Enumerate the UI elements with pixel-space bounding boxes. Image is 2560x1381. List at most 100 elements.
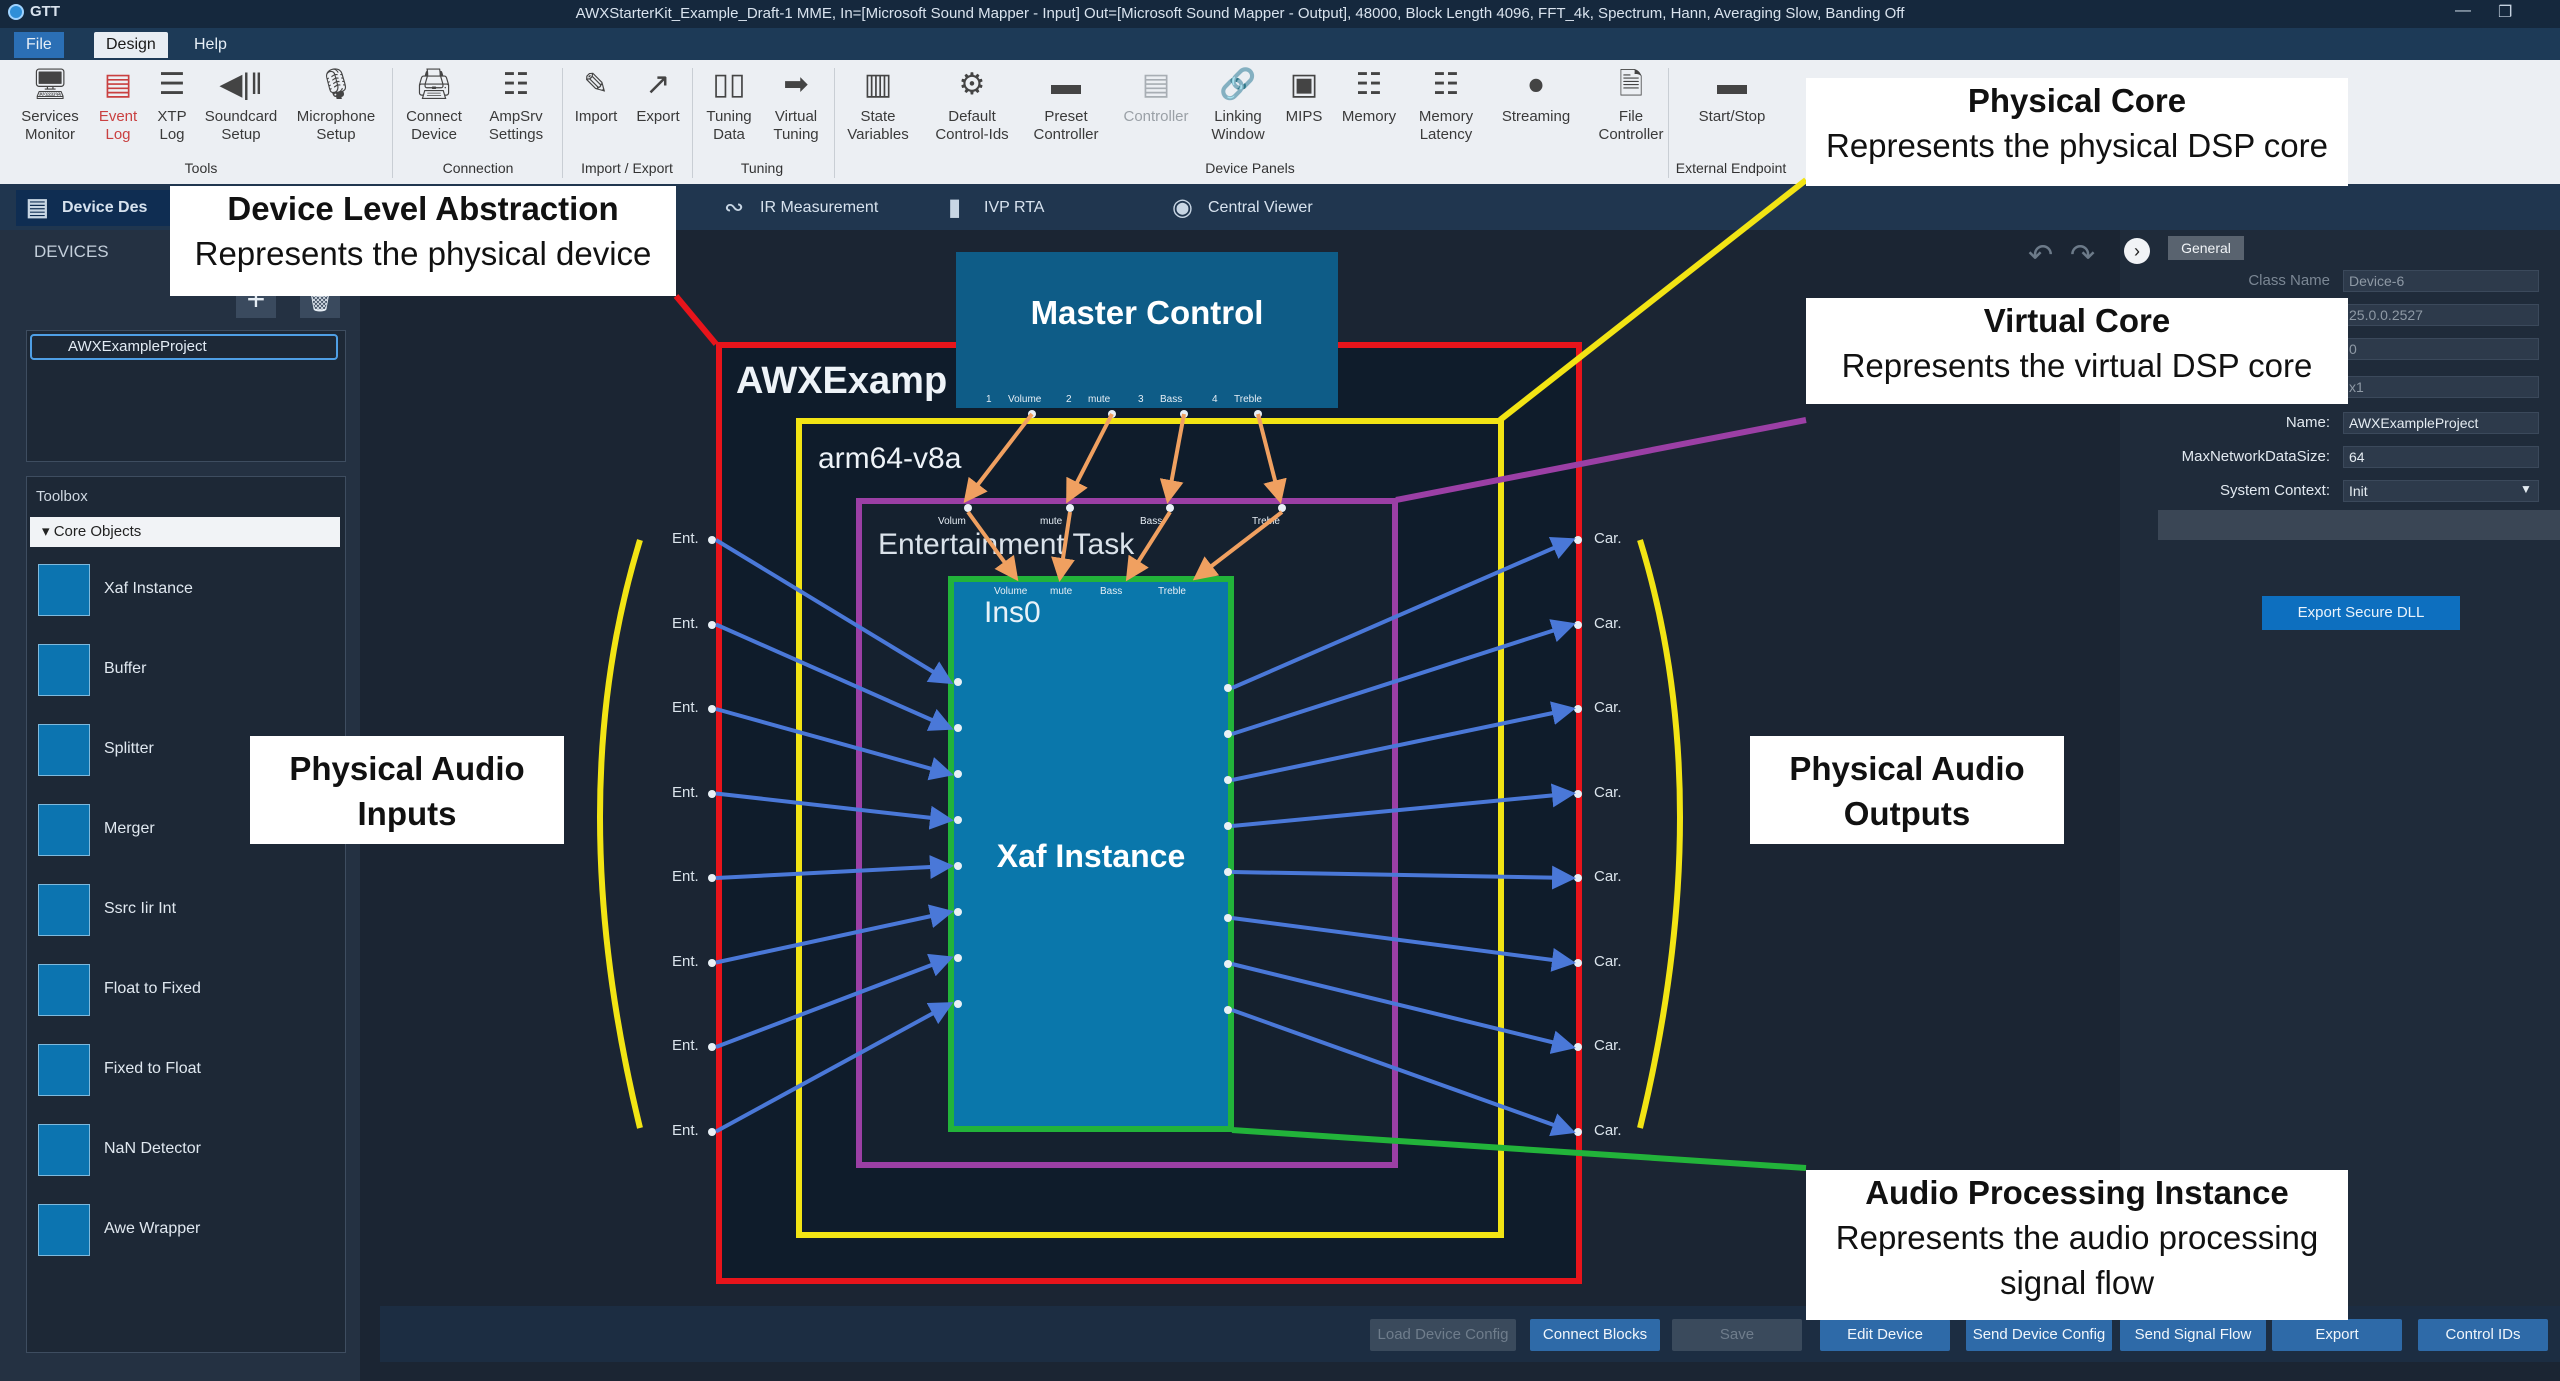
device-input-port[interactable]: [708, 1043, 716, 1051]
property-field[interactable]: 0: [2343, 338, 2539, 360]
instance-input-port[interactable]: [954, 678, 962, 686]
linking-window-button[interactable]: 🔗Linking Window: [1204, 68, 1272, 144]
device-input-port[interactable]: [708, 705, 716, 713]
device-output-port[interactable]: [1574, 620, 1582, 629]
property-field[interactable]: 25.0.0.2527: [2343, 304, 2539, 326]
toolbox-item[interactable]: Float to Fixed: [38, 964, 338, 1018]
device-output-port[interactable]: [1574, 536, 1582, 544]
toolbox-item[interactable]: Fixed to Float: [38, 1044, 338, 1098]
device-output-port[interactable]: [1574, 1043, 1582, 1051]
status-button[interactable]: Send Device Config: [1966, 1319, 2112, 1351]
device-input-port[interactable]: [708, 1127, 716, 1136]
device-input-port[interactable]: [708, 536, 716, 544]
status-button[interactable]: Export: [2272, 1319, 2402, 1351]
task-control-port[interactable]: [964, 504, 972, 512]
mips-button[interactable]: ▣MIPS: [1276, 68, 1332, 126]
physical-core-frame[interactable]: [796, 418, 1504, 1238]
menu-file[interactable]: File: [14, 32, 64, 58]
instance-output-port[interactable]: [1224, 776, 1232, 784]
status-button[interactable]: Load Device Config: [1370, 1319, 1516, 1351]
master-control-port[interactable]: [1108, 410, 1116, 418]
memory-button[interactable]: ☷Memory: [1334, 68, 1404, 126]
system-context-select[interactable]: Init: [2343, 480, 2539, 502]
master-control-port[interactable]: [1254, 410, 1262, 418]
toolbox-item[interactable]: Ssrc Iir Int: [38, 884, 338, 938]
device-input-port[interactable]: [708, 620, 716, 629]
property-field[interactable]: 64: [2343, 446, 2539, 468]
tab-ir-measurement[interactable]: ∾IR Measurement: [714, 190, 950, 226]
memory-latency-button[interactable]: ☷Memory Latency: [1408, 68, 1484, 144]
toolbox-section-header[interactable]: ▾ Core Objects: [30, 517, 340, 547]
instance-input-port[interactable]: [954, 954, 962, 962]
controller-button[interactable]: ▤Controller: [1110, 68, 1202, 126]
instance-output-port[interactable]: [1224, 868, 1232, 876]
device-input-port[interactable]: [708, 789, 716, 798]
xtp-log-button[interactable]: ☰XTP Log: [146, 68, 198, 144]
instance-input-port[interactable]: [954, 816, 962, 824]
default-control-ids-button[interactable]: ⚙Default Control-Ids: [922, 68, 1022, 144]
instance-output-port[interactable]: [1224, 822, 1232, 830]
services-monitor-button[interactable]: 🖥Services Monitor: [14, 68, 86, 144]
toolbox-item[interactable]: Merger: [38, 804, 338, 858]
soundcard-setup-button[interactable]: ◀|‖Soundcard Setup: [200, 68, 282, 144]
connect-device-button[interactable]: 🖨Connect Device: [398, 68, 470, 144]
device-list-item[interactable]: AWXExampleProject: [30, 334, 338, 360]
streaming-button[interactable]: ⦁Streaming: [1488, 68, 1584, 126]
device-output-port[interactable]: [1574, 789, 1582, 798]
tab-central-viewer[interactable]: ◉Central Viewer: [1162, 190, 1418, 226]
instance-output-port[interactable]: [1224, 684, 1232, 692]
restore-icon[interactable]: ❐: [2498, 4, 2513, 21]
toolbox-item[interactable]: NaN Detector: [38, 1124, 338, 1178]
status-button[interactable]: Edit Device: [1820, 1319, 1950, 1351]
task-control-port[interactable]: [1166, 504, 1174, 512]
undo-icon[interactable]: ↶: [2028, 239, 2054, 272]
property-field[interactable]: AWXExampleProject: [2343, 412, 2539, 434]
master-control-port[interactable]: [1028, 410, 1036, 418]
instance-input-port[interactable]: [954, 862, 962, 870]
device-input-port[interactable]: [708, 958, 716, 967]
tuning-data-button[interactable]: ▯▯Tuning Data: [696, 68, 762, 144]
event-log-button[interactable]: ▤Event Log: [90, 68, 146, 144]
status-button[interactable]: Save: [1672, 1319, 1802, 1351]
tab-ivp-rta[interactable]: ▮IVP RTA: [938, 190, 1134, 226]
instance-input-port[interactable]: [954, 724, 962, 732]
master-control-block[interactable]: [956, 252, 1338, 408]
instance-output-port[interactable]: [1224, 914, 1232, 922]
microphone-setup-button[interactable]: 🎙Microphone Setup: [290, 68, 382, 144]
menu-help[interactable]: Help: [194, 36, 227, 53]
master-control-port[interactable]: [1180, 410, 1188, 418]
instance-input-port[interactable]: [954, 908, 962, 916]
instance-input-port[interactable]: [954, 1000, 962, 1008]
properties-tab-general[interactable]: General: [2168, 236, 2244, 260]
toolbox-item[interactable]: Awe Wrapper: [38, 1204, 338, 1258]
device-output-port[interactable]: [1574, 705, 1582, 713]
ampsrv-settings-button[interactable]: ☷AmpSrv Settings: [476, 68, 556, 144]
instance-output-port[interactable]: [1224, 1006, 1232, 1014]
toolbox-item[interactable]: Splitter: [38, 724, 338, 778]
device-output-port[interactable]: [1574, 874, 1582, 882]
preset-controller-button[interactable]: ▬Preset Controller: [1024, 68, 1108, 144]
import-button[interactable]: ✎Import: [566, 68, 626, 126]
device-output-port[interactable]: [1574, 1127, 1582, 1136]
toolbox-item[interactable]: Buffer: [38, 644, 338, 698]
redo-icon[interactable]: ↷: [2070, 239, 2096, 272]
status-button[interactable]: Connect Blocks: [1530, 1319, 1660, 1351]
virtual-tuning-button[interactable]: ➡Virtual Tuning: [764, 68, 828, 144]
menu-design[interactable]: Design: [94, 32, 168, 58]
status-button[interactable]: Control IDs: [2418, 1319, 2548, 1351]
file-controller-button[interactable]: 🗎File Controller: [1586, 68, 1676, 144]
toolbox-item[interactable]: Xaf Instance: [38, 564, 338, 618]
instance-output-port[interactable]: [1224, 730, 1232, 738]
task-control-port[interactable]: [1066, 504, 1074, 512]
collapse-panel-icon[interactable]: ›: [2124, 238, 2150, 264]
state-variables-button[interactable]: ▥State Variables: [838, 68, 918, 144]
property-field[interactable]: Device-6: [2343, 270, 2539, 292]
instance-input-port[interactable]: [954, 770, 962, 778]
instance-output-port[interactable]: [1224, 960, 1232, 968]
minimize-icon[interactable]: —: [2455, 2, 2471, 19]
device-input-port[interactable]: [708, 874, 716, 882]
status-button[interactable]: Send Signal Flow: [2120, 1319, 2266, 1351]
device-output-port[interactable]: [1574, 958, 1582, 967]
xaf-instance-block[interactable]: [948, 576, 1234, 1132]
export-ribbon-button[interactable]: ↗Export: [628, 68, 688, 126]
